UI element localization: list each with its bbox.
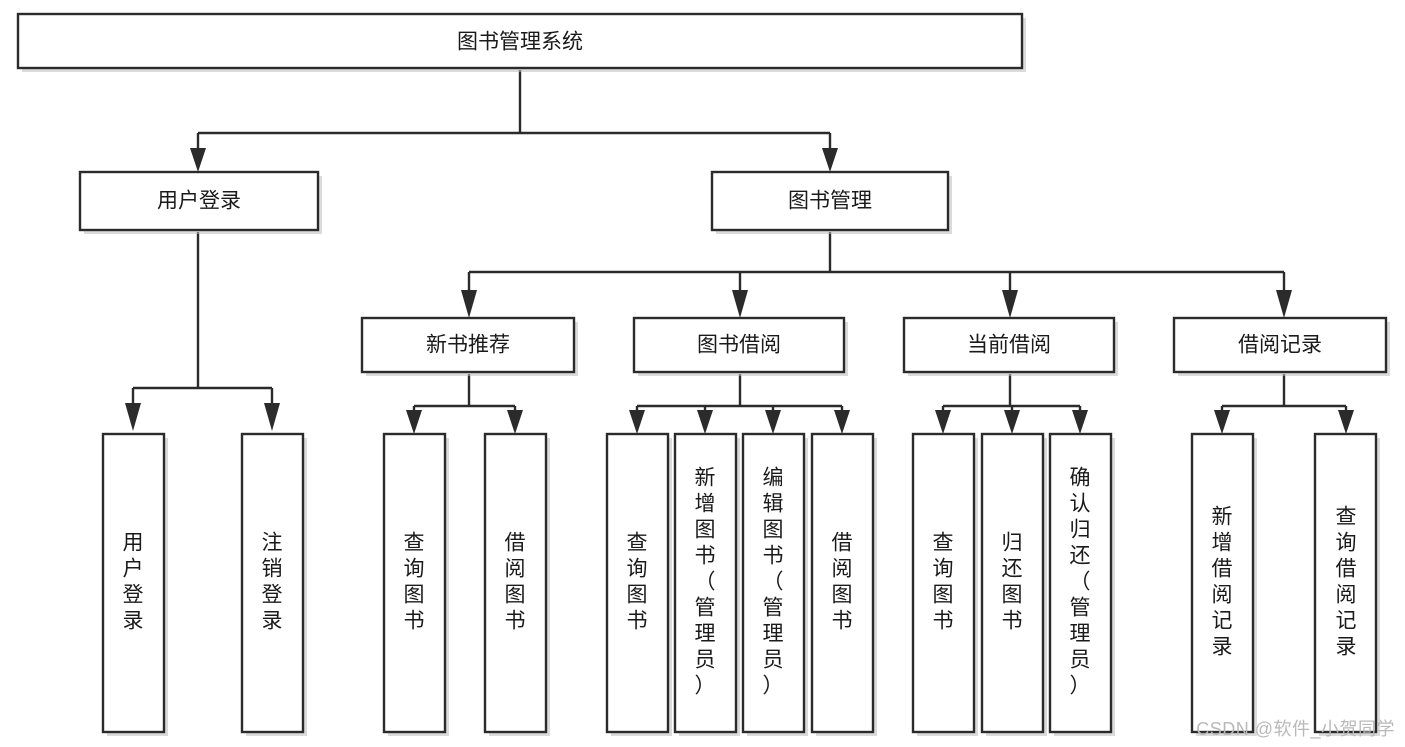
node-leaf-borrow-book-1-box <box>483 432 548 734</box>
node-book-borrow-box <box>632 316 846 374</box>
node-leaf-user-login-label: 用户登录 <box>123 532 144 633</box>
arrow-leaf-edit-book <box>765 410 781 434</box>
node-leaf-user-logout[interactable]: 注销登录 <box>240 432 307 736</box>
node-leaf-query-book-2[interactable]: 查询图书 <box>605 432 672 736</box>
arrow-leaf-add-book <box>697 410 713 434</box>
node-user-login[interactable]: 用户登录 <box>78 170 322 234</box>
node-leaf-add-book-label: 新增图书（管理员） <box>695 467 716 698</box>
node-leaf-edit-book[interactable]: 编辑图书（管理员） <box>741 432 808 736</box>
node-book-management-label: 图书管理 <box>788 190 872 213</box>
node-current-borrow-box <box>902 316 1116 374</box>
node-leaf-borrow-book-2-box <box>810 432 875 734</box>
node-new-book-recommend-label: 新书推荐 <box>426 334 510 357</box>
node-leaf-query-record-label: 查询借阅记录 <box>1336 506 1357 659</box>
node-leaf-user-login[interactable]: 用户登录 <box>101 432 168 736</box>
node-leaf-query-book-1-label: 查询图书 <box>404 532 425 633</box>
node-leaf-borrow-book-2-label: 借阅图书 <box>832 532 853 633</box>
arrow-to-book-borrow <box>732 290 748 318</box>
node-leaf-query-record-box <box>1313 432 1378 734</box>
node-leaf-edit-book-label: 编辑图书（管理员） <box>763 467 784 698</box>
node-new-book-recommend[interactable]: 新书推荐 <box>360 316 578 376</box>
node-root-label: 图书管理系统 <box>457 31 583 54</box>
arrow-to-borrow-record <box>1276 290 1292 318</box>
node-leaf-query-book-2-box <box>605 432 670 734</box>
arrow-to-current-borrow <box>1002 290 1018 318</box>
node-leaf-edit-book-box <box>741 432 806 734</box>
node-new-book-recommend-box <box>360 316 576 374</box>
arrow-leaf-borrow-book-2 <box>834 410 850 434</box>
node-borrow-record-box <box>1172 316 1388 374</box>
node-leaf-return-book[interactable]: 归还图书 <box>980 432 1047 736</box>
arrow-to-new-book-recommend <box>461 290 477 318</box>
node-book-borrow-label: 图书借阅 <box>697 334 781 357</box>
node-borrow-record-label: 借阅记录 <box>1238 334 1322 357</box>
node-book-management-box <box>710 170 950 232</box>
node-leaf-borrow-book-2[interactable]: 借阅图书 <box>810 432 877 736</box>
node-leaf-add-book-box <box>673 432 738 734</box>
node-leaf-borrow-book-1-label: 借阅图书 <box>505 532 526 633</box>
node-leaf-add-record[interactable]: 新增借阅记录 <box>1190 432 1257 736</box>
node-borrow-record[interactable]: 借阅记录 <box>1172 316 1390 376</box>
arrow-leaf-user-login <box>125 403 141 431</box>
node-user-login-box <box>78 170 320 232</box>
node-leaf-query-book-1-box <box>382 432 447 734</box>
node-root-box <box>16 12 1024 70</box>
node-user-login-label: 用户登录 <box>157 190 241 213</box>
node-current-borrow[interactable]: 当前借阅 <box>902 316 1118 376</box>
node-leaf-add-record-label: 新增借阅记录 <box>1212 506 1233 659</box>
node-leaf-return-book-label: 归还图书 <box>1002 532 1023 633</box>
node-leaf-confirm-return-box <box>1048 432 1113 734</box>
arrow-leaf-query-book-1 <box>406 410 422 434</box>
node-leaf-return-book-box <box>980 432 1045 734</box>
node-leaf-query-book-3-label: 查询图书 <box>933 532 954 633</box>
node-leaf-user-logout-label: 注销登录 <box>262 532 283 633</box>
node-leaf-query-book-3[interactable]: 查询图书 <box>911 432 978 736</box>
node-leaf-query-book-1[interactable]: 查询图书 <box>382 432 449 736</box>
arrow-to-user-login <box>190 148 206 172</box>
node-current-borrow-label: 当前借阅 <box>967 334 1051 357</box>
arrow-leaf-return-book <box>1004 410 1020 434</box>
node-leaf-query-record[interactable]: 查询借阅记录 <box>1313 432 1380 736</box>
arrow-leaf-confirm-return <box>1072 410 1088 434</box>
node-leaf-borrow-book-1[interactable]: 借阅图书 <box>483 432 550 736</box>
node-leaf-user-logout-box <box>240 432 305 734</box>
node-root[interactable]: 图书管理系统 <box>16 12 1026 72</box>
connector-layer <box>125 70 1354 434</box>
node-leaf-query-book-3-box <box>911 432 976 734</box>
arrow-leaf-query-book-3 <box>935 410 951 434</box>
node-leaf-confirm-return[interactable]: 确认归还（管理员） <box>1048 432 1115 736</box>
node-book-borrow[interactable]: 图书借阅 <box>632 316 848 376</box>
node-book-management[interactable]: 图书管理 <box>710 170 952 234</box>
arrow-to-book-management <box>822 148 838 172</box>
arrow-leaf-add-record <box>1214 410 1230 434</box>
node-leaf-add-record-box <box>1190 432 1255 734</box>
arrow-leaf-borrow-book-1 <box>507 410 523 434</box>
node-leaf-add-book[interactable]: 新增图书（管理员） <box>673 432 740 736</box>
arrow-leaf-user-logout <box>264 403 280 431</box>
node-leaf-confirm-return-label: 确认归还（管理员） <box>1070 467 1091 698</box>
arrow-leaf-query-record <box>1338 410 1354 434</box>
node-leaf-query-book-2-label: 查询图书 <box>627 532 648 633</box>
arrow-leaf-query-book-2 <box>629 410 645 434</box>
csdn-watermark: CSDN @软件_小贺同学 <box>1196 719 1395 739</box>
node-leaf-user-login-box <box>101 432 166 734</box>
